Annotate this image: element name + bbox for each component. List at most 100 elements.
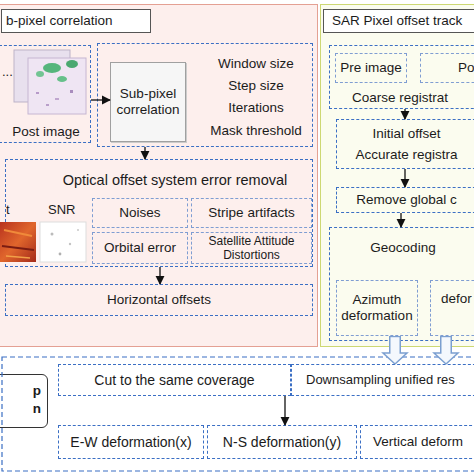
node-heading: Initial offset: [337, 126, 474, 142]
section-label: pn: [0, 374, 48, 428]
arrow-line: [404, 109, 405, 119]
arrow-line: [144, 147, 145, 159]
error-box: Satellite Attitude Distortions: [191, 232, 312, 264]
node-heading: defor: [441, 291, 472, 307]
flow-arrow: [401, 213, 402, 227]
node-label: Satellite Attitude Distortions: [192, 234, 311, 262]
flow-arrow: [434, 336, 458, 364]
node-heading: Optical offset system error removal: [36, 172, 314, 188]
flow-arrow: [405, 109, 406, 119]
arrow-line: [400, 213, 401, 227]
process-box: Remove global c: [336, 187, 474, 213]
process-box: Cut to the same coverage: [58, 364, 291, 396]
flow-arrow: [91, 100, 110, 101]
node-label: Pre image: [337, 60, 405, 76]
node-heading: SAR Pixel offset track: [323, 9, 474, 33]
green-patch: [36, 71, 44, 77]
node-label: N-S deformation(y): [220, 434, 344, 450]
image-box: Pre image: [335, 53, 407, 83]
node-label: Azimuth deformation: [337, 292, 417, 324]
node-heading: Vertical deform: [373, 434, 463, 450]
node-heading: Downsampling unified res: [306, 372, 455, 388]
image-label: t: [6, 202, 10, 218]
speckle: [36, 92, 39, 94]
hollow-arrow-outline: [440, 336, 452, 353]
flow-arrow: [160, 267, 161, 284]
output-box: Azimuth deformation: [336, 280, 418, 336]
arrow-line: [404, 169, 405, 187]
node-label: Orbital error: [101, 240, 179, 256]
error-box: Noises: [92, 198, 188, 228]
result-box: Vertical deform: [360, 425, 474, 459]
node-label: Horizontal offsets: [104, 292, 214, 308]
image-label: SNR: [48, 202, 75, 218]
node-heading: Iterations: [198, 100, 314, 116]
result-box: E-W deformation(x): [58, 425, 204, 459]
map-streak: [6, 256, 30, 258]
image-box: Po: [420, 53, 474, 83]
image-back: [14, 50, 70, 102]
panel: SAR Pixel offset trackCoarse registrat Pr…: [320, 4, 474, 347]
speckle: [69, 243, 71, 245]
offset-map: [0, 222, 36, 262]
flow-arrow: [145, 147, 146, 159]
error-box: Orbital error: [92, 232, 188, 264]
node-label: E-W deformation(x): [67, 434, 194, 450]
map-streak: [2, 246, 34, 250]
arrow-line: [284, 396, 285, 425]
node-heading: Accurate registra: [337, 147, 474, 163]
arrow-line: [91, 99, 110, 100]
node-heading: Post image: [0, 124, 92, 140]
offset-maps: [0, 222, 86, 262]
process-box: Initial offsetAccurate registra: [336, 119, 474, 169]
post-image-thumbnail: [14, 50, 86, 114]
speckle: [59, 253, 62, 256]
speckle: [51, 233, 54, 236]
process-group: GeocodingAzimuth deformation defor: [329, 227, 474, 341]
parameter-group: Window sizeStep sizeIterationsMask thres…: [97, 43, 313, 147]
image-front: [28, 58, 86, 114]
node-heading: Remove global c: [337, 192, 474, 208]
image-label: ...: [2, 64, 13, 80]
node-label: Sub-pixel correlation: [111, 86, 185, 118]
node-heading: Po: [458, 60, 474, 76]
node-heading: Geocoding: [330, 240, 474, 256]
flow-arrow: [383, 336, 407, 364]
node-heading: p: [33, 383, 41, 399]
panel: b-pixel correlationPost image Window size…: [0, 4, 318, 347]
node-heading: Step size: [198, 78, 314, 94]
green-patch: [66, 60, 78, 68]
output-box: defor: [430, 280, 474, 336]
hollow-arrow-head: [383, 353, 407, 364]
result-box: N-S deformation(y): [207, 425, 357, 459]
node-heading: n: [33, 401, 41, 417]
green-patch: [43, 63, 61, 73]
map-streak: [4, 230, 32, 236]
node-label: Cut to the same coverage: [91, 372, 257, 388]
node-heading: b-pixel correlation: [1, 9, 151, 33]
flow-arrow: [405, 169, 406, 187]
speckle: [46, 104, 49, 106]
node-label: Stripe artifacts: [205, 205, 297, 221]
snr-map: [40, 222, 86, 262]
process-box: Sub-pixel correlation: [110, 62, 186, 142]
speckle: [70, 90, 73, 93]
hollow-arrow-fill: [391, 337, 400, 354]
hollow-arrow-fill: [442, 337, 451, 354]
green-patch: [57, 76, 67, 82]
fusion-panel: [2, 357, 474, 471]
node-label: Noises: [116, 205, 163, 221]
node-heading: Mask threshold: [198, 123, 314, 139]
speckle: [77, 229, 79, 231]
process-group: Coarse registrat Pre image Po: [329, 45, 474, 109]
node-heading: Window size: [198, 56, 314, 72]
speckle: [55, 98, 59, 100]
hollow-arrow-head: [434, 353, 458, 364]
flow-arrow: [285, 396, 286, 425]
error-box: Stripe artifacts: [191, 198, 312, 228]
process-box: Downsampling unified res: [291, 364, 474, 396]
node-heading: Coarse registrat: [352, 90, 448, 106]
output-box: Horizontal offsets: [5, 284, 313, 316]
